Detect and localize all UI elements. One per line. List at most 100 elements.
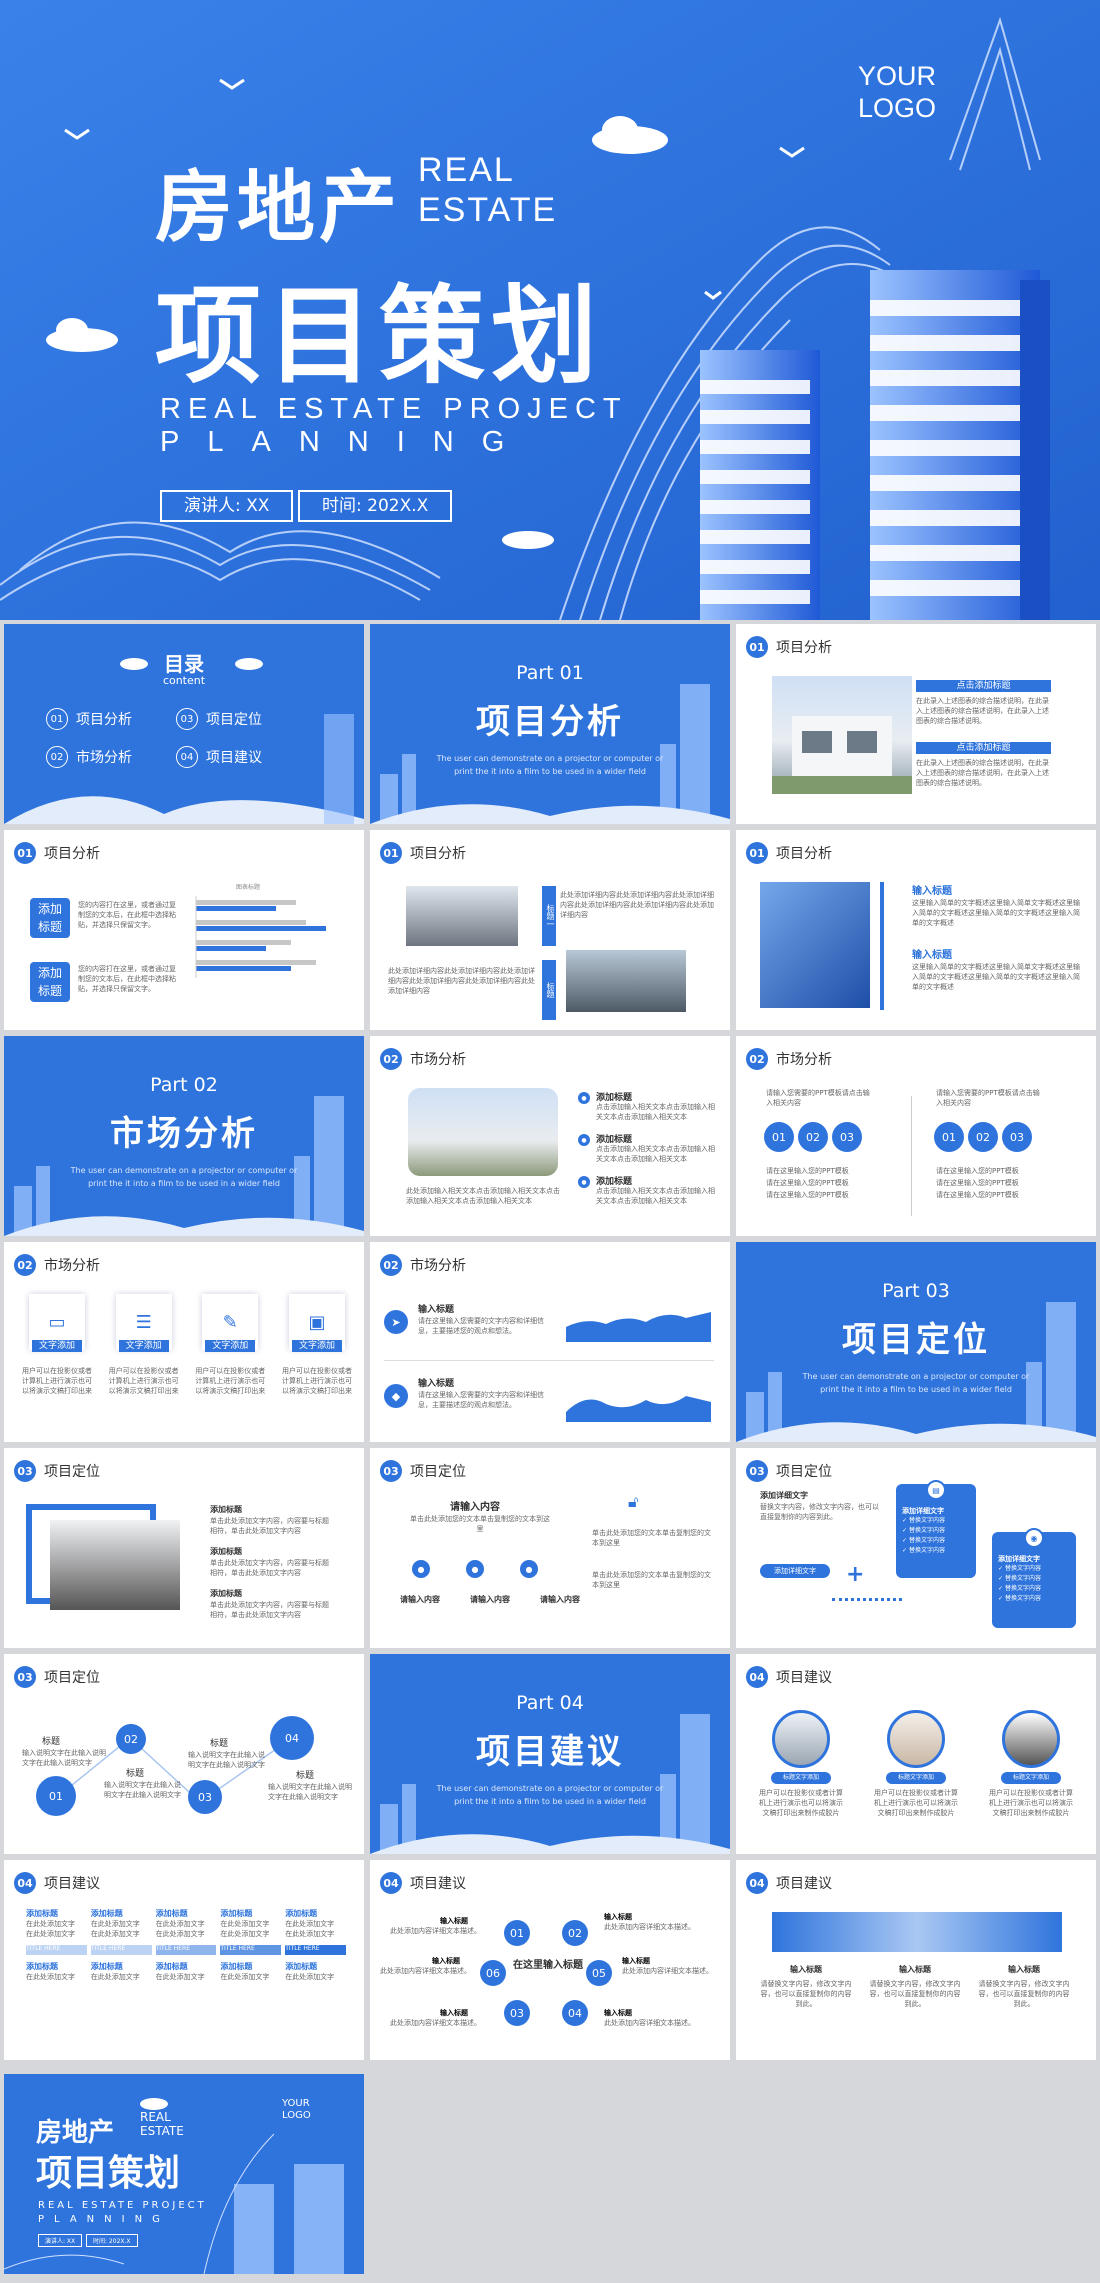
section-num: 03 [14,1666,36,1688]
slide-header: 01 项目分析 [746,842,832,864]
feature-card[interactable]: ▭文字添加用户可以在投影仪或者计算机上进行演示也可以将演示文稿打印出来 [22,1294,92,1396]
part-number: Part 02 [150,1074,218,1096]
section-num: 03 [380,1460,402,1482]
bullet-icon: ● [578,1176,590,1188]
feature-card[interactable]: ✎文字添加用户可以在投影仪或者计算机上进行演示也可以将演示文稿打印出来 [195,1294,265,1396]
node-circle: 02 [562,1920,588,1946]
part-title: 项目建议 [476,1732,624,1772]
node-title: 输入标题 [432,1957,460,1965]
content-title: 请输入内容 [450,1502,500,1513]
section-title: 项目分析 [44,846,100,862]
card-text: 用户可以在投影仪或者计算机上进行演示也可以将演示文稿打印出来制作成胶片 [759,1789,843,1817]
cover-subtitle: 项目策划 [155,275,603,398]
section-title: 市场分析 [410,1052,466,1068]
col-text: 在此处添加文字 [220,1920,270,1928]
tag-box[interactable]: 添加标题 [30,962,70,1002]
section-title: 项目分析 [776,846,832,862]
feature-card[interactable]: ▣文字添加用户可以在投影仪或者计算机上进行演示也可以将演示文稿打印出来 [282,1294,352,1396]
detail-pill[interactable]: 添加详细文字 [760,1564,830,1578]
advice-card[interactable]: 标题文字添加用户可以在投影仪或者计算机上进行演示也可以将演示文稿打印出来制作成胶… [871,1710,961,1818]
advice-col: 输入标题请替换文字内容，修改文字内容，也可以直接复制你的内容到此。 [869,1964,961,2009]
list-item-text: 替换文字内容 [908,1527,945,1534]
section-num: 02 [746,1048,768,1070]
detail-card[interactable]: ◉ 添加详细文字 ✓ 替换文字内容✓ 替换文字内容✓ 替换文字内容✓ 替换文字内… [992,1528,1076,1628]
col-title: 输入标题 [790,1965,822,1974]
divider-line [911,1096,912,1216]
end-en-line2: PLANNING [38,2214,170,2225]
area-chart [566,1396,711,1422]
part-slide-2[interactable]: Part 02 市场分析 The user can demonstrate on… [4,1036,364,1236]
feature-card[interactable]: ☰文字添加用户可以在投影仪或者计算机上进行演示也可以将演示文稿打印出来 [109,1294,179,1396]
section-title: 市场分析 [44,1258,100,1274]
section-num: 01 [746,842,768,864]
body-text: 您的内容打在这里，或者通过复制您的文本后，在此框中选择粘贴，并选择只保留文字。 [78,965,176,993]
advice-card[interactable]: 标题文字添加用户可以在投影仪或者计算机上进行演示也可以将演示文稿打印出来制作成胶… [756,1710,846,1818]
add-title-pill[interactable]: 点击添加标题 [916,680,1051,692]
part-slide-3[interactable]: Part 03 项目定位 The user can demonstrate on… [736,1242,1096,1442]
end-en-line1: REAL ESTATE PROJECT [38,2200,207,2211]
body-text: 此处添加详细内容此处添加详细内容此处添加详细内容此处添加详细内容此处添加详细内容… [388,967,535,995]
step-circle: 04 [270,1716,314,1760]
list-item: ✓ 替换文字内容 [902,1517,945,1524]
col-text: 请替换文字内容，修改文字内容，也可以直接复制你的内容到此。 [978,1980,1070,2008]
body-text: 请输入您需要的PPT模板请点击输入相关内容 [766,1089,870,1107]
advice-col: 输入标题请替换文字内容，修改文字内容，也可以直接复制你的内容到此。 [978,1964,1070,2009]
image-icon: ▣ [289,1294,345,1350]
time-chip: 时间: 202X.X [298,490,453,522]
part-slide-1[interactable]: Part 01 项目分析 The user can demonstrate on… [370,624,730,824]
divider-line [384,1360,714,1361]
col-title: 添加标题 [155,1909,188,1918]
title-band: TITLE HERE [90,1945,152,1955]
add-title-pill[interactable]: 点击添加标题 [916,742,1051,754]
detail-card[interactable]: ▤ 添加详细文字 ✓ 替换文字内容✓ 替换文字内容✓ 替换文字内容✓ 替换文字内… [896,1480,976,1578]
advice-card[interactable]: 标题文字添加用户可以在投影仪或者计算机上进行演示也可以将演示文稿打印出来制作成胶… [986,1710,1076,1818]
tag-box[interactable]: 添加标题 [30,898,70,938]
end-logo-2: LOGO [282,2110,311,2121]
card-title: 添加详细文字 [902,1507,944,1515]
city-skyline-illustration [370,684,730,824]
part-slide-4[interactable]: Part 04 项目建议 The user can demonstrate on… [370,1654,730,1854]
step-label: 标题 [42,1737,61,1747]
villa-photo [406,886,518,946]
item-title: 添加标题 [210,1547,242,1556]
section-num: 02 [380,1254,402,1276]
city-skyline-illustration [736,1302,1096,1442]
dot-icon: ● [412,1560,430,1578]
office-photo [50,1520,180,1610]
list-item-text: 替换文字内容 [1004,1585,1041,1592]
card-list: ✓ 替换文字内容✓ 替换文字内容✓ 替换文字内容✓ 替换文字内容 [902,1516,970,1556]
photo-cards: 标题文字添加用户可以在投影仪或者计算机上进行演示也可以将演示文稿打印出来制作成胶… [756,1710,1076,1818]
cover-logo-1: YOUR [858,61,937,91]
part-desc: The user can demonstrate on a projector … [802,1372,1030,1394]
title-band: TITLE HERE [26,1945,87,1955]
